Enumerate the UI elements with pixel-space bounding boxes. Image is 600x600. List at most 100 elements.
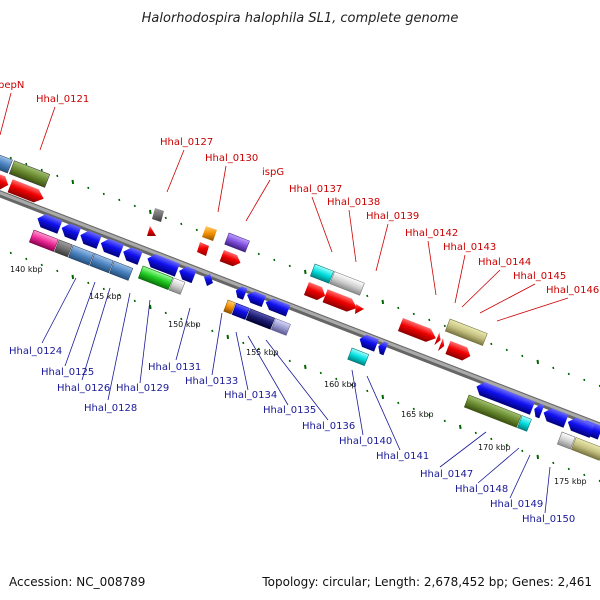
scale-tick-mark <box>133 299 136 303</box>
gene-Hhal_0134-0135[interactable] <box>223 299 291 336</box>
scale-tick-mark <box>381 394 385 400</box>
scale-tick-mark <box>257 252 260 256</box>
label-Hhal_0145[interactable]: Hhal_0145 <box>513 271 566 282</box>
gene-Hhal_0127[interactable] <box>147 208 164 236</box>
label-Hhal_0130[interactable]: Hhal_0130 <box>205 153 258 164</box>
gene-Hhal_0147-0150[interactable] <box>474 380 595 438</box>
label-Hhal_0124[interactable]: Hhal_0124 <box>9 346 62 357</box>
scale-tick-mark <box>583 473 586 477</box>
accession-text: Accession: NC_008789 <box>9 575 145 589</box>
scale-tick-mark <box>9 251 12 255</box>
scale-tick-mark <box>273 258 276 262</box>
scale-tick-mark <box>567 467 570 471</box>
scale-tick-mark <box>180 222 183 226</box>
label-Hhal_0149[interactable]: Hhal_0149 <box>490 499 543 510</box>
label-Hhal_0144[interactable]: Hhal_0144 <box>478 257 531 268</box>
scale-tick-mark <box>583 378 586 382</box>
label-Hhal_0121[interactable]: Hhal_0121 <box>36 94 89 105</box>
gene-Hhal_0146[interactable] <box>437 338 473 363</box>
scale-tick-mark <box>71 274 75 280</box>
label-Hhal_0128[interactable]: Hhal_0128 <box>84 403 137 414</box>
scale-tick-mark <box>288 359 291 363</box>
label-Hhal_0142[interactable]: Hhal_0142 <box>405 228 458 239</box>
scale-tick-mark <box>133 204 136 208</box>
label-ispG[interactable]: ispG <box>262 167 284 178</box>
scale-tick-mark <box>335 377 338 381</box>
map-title: Halorhodospira halophila SL1, complete g… <box>142 11 459 26</box>
gene-small-red-arrow[interactable] <box>355 304 364 314</box>
scale-tick-mark <box>428 413 431 417</box>
gene-Hhal_0130[interactable] <box>197 226 217 256</box>
label-pepN[interactable]: pepN <box>0 80 24 91</box>
kbp-label-165: 165 kbp <box>401 410 434 419</box>
scale-tick-mark <box>87 281 90 285</box>
scale-tick-mark <box>536 359 540 365</box>
label-Hhal_0136[interactable]: Hhal_0136 <box>302 421 355 432</box>
scale-tick-mark <box>71 179 75 185</box>
gene-Hhal_0128-0129[interactable] <box>145 252 197 284</box>
label-Hhal_0148[interactable]: Hhal_0148 <box>455 484 508 495</box>
label-Hhal_0138[interactable]: Hhal_0138 <box>327 197 380 208</box>
scale-tick-mark <box>164 216 167 220</box>
gene-Hhal_0129-green[interactable] <box>137 265 186 295</box>
gene-Hhal_0137-0138[interactable] <box>309 263 365 296</box>
scale-tick-mark <box>412 312 415 316</box>
label-Hhal_0147[interactable]: Hhal_0147 <box>420 469 473 480</box>
label-Hhal_0141[interactable]: Hhal_0141 <box>376 451 429 462</box>
forward-gene-labels: pepN Hhal_0121 Hhal_0127 Hhal_0130 ispG … <box>0 80 599 296</box>
label-Hhal_0126[interactable]: Hhal_0126 <box>57 383 110 394</box>
gene-Hhal_0147-olive[interactable] <box>463 394 532 432</box>
kbp-label-150: 150 kbp <box>168 320 201 329</box>
scale-tick-mark <box>304 269 307 275</box>
gene-right-khaki[interactable] <box>556 431 600 461</box>
gene-Hhal_0124-0126[interactable] <box>28 229 134 281</box>
label-Hhal_0139[interactable]: Hhal_0139 <box>366 211 419 222</box>
gene-Hhal_0131[interactable] <box>204 274 213 286</box>
scale-tick-mark <box>397 401 400 405</box>
kbp-label-145: 145 kbp <box>89 292 122 301</box>
scale-tick-mark <box>118 198 121 202</box>
gene-Hhal_0140-cyan[interactable] <box>347 347 370 367</box>
kbp-label-140: 140 kbp <box>10 265 43 274</box>
scale-tick-mark <box>474 431 477 435</box>
scale-tick-mark <box>350 383 353 387</box>
gene-ispG[interactable] <box>224 232 250 253</box>
gene-ispG-red[interactable] <box>219 250 243 268</box>
scale-tick-mark <box>102 192 105 196</box>
label-Hhal_0143[interactable]: Hhal_0143 <box>443 242 496 253</box>
label-Hhal_0134[interactable]: Hhal_0134 <box>224 390 277 401</box>
scale-tick-mark <box>381 299 385 305</box>
gene-Hhal_0124-blue[interactable] <box>35 212 143 265</box>
label-Hhal_0137[interactable]: Hhal_0137 <box>289 184 342 195</box>
scale-tick-mark <box>443 324 446 328</box>
scale-tick-mark <box>552 461 555 465</box>
scale-tick-mark <box>25 162 28 166</box>
gene-Hhal_0139[interactable] <box>303 282 359 315</box>
scale-tick-mark <box>226 334 230 340</box>
gene-pepN-region[interactable] <box>0 151 51 188</box>
label-Hhal_0146[interactable]: Hhal_0146 <box>546 285 599 296</box>
scale-tick-mark <box>180 317 183 321</box>
gene-Hhal_0145[interactable] <box>444 318 488 346</box>
label-Hhal_0129[interactable]: Hhal_0129 <box>116 383 169 394</box>
label-Hhal_0131[interactable]: Hhal_0131 <box>148 362 201 373</box>
label-Hhal_0125[interactable]: Hhal_0125 <box>41 367 94 378</box>
kbp-label-175: 175 kbp <box>554 477 587 486</box>
label-Hhal_0127[interactable]: Hhal_0127 <box>160 137 213 148</box>
label-Hhal_0140[interactable]: Hhal_0140 <box>339 436 392 447</box>
scale-tick-mark <box>25 257 28 261</box>
scale-tick-mark <box>195 323 198 327</box>
label-Hhal_0135[interactable]: Hhal_0135 <box>263 405 316 416</box>
gene-Hhal_0140-0141[interactable] <box>357 333 389 356</box>
label-Hhal_0150[interactable]: Hhal_0150 <box>522 514 575 525</box>
gene-Hhal_0142-0144[interactable] <box>397 318 443 347</box>
scale-tick-mark <box>149 209 152 215</box>
scale-tick-mark <box>521 449 524 453</box>
scale-tick-mark <box>536 454 540 460</box>
gene-Hhal_0133-0136[interactable] <box>234 285 291 317</box>
kbp-label-155: 155 kbp <box>246 348 279 357</box>
gene-forward-red-1[interactable] <box>0 172 46 205</box>
label-Hhal_0133[interactable]: Hhal_0133 <box>185 376 238 387</box>
scale-tick-mark <box>304 364 307 370</box>
